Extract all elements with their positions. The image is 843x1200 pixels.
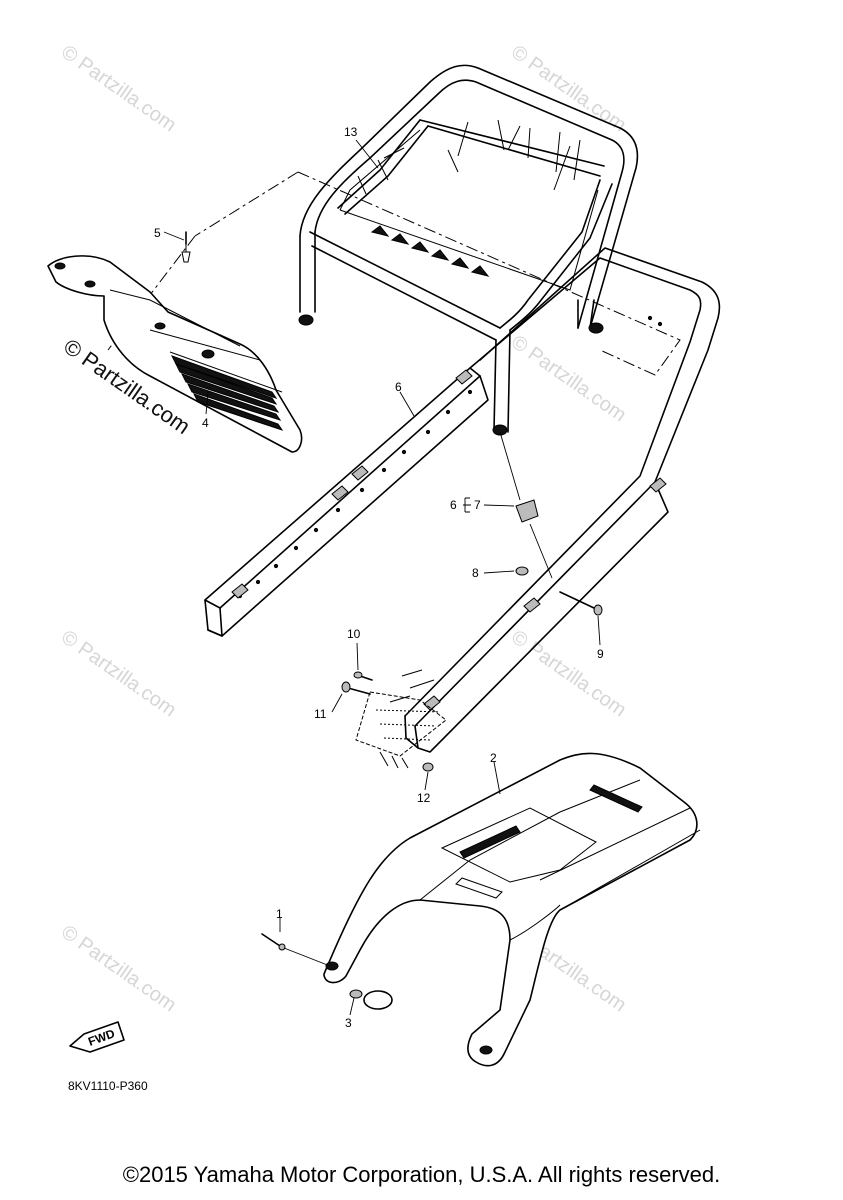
watermark: © Partzilla.com: [507, 626, 630, 721]
copyright-notice: ©2015 Yamaha Motor Corporation, U.S.A. A…: [122, 1162, 721, 1187]
callout-2: 2: [490, 751, 497, 765]
callout-labels: 13 5 6 4 6 7 8 9 10 11 12 2 1 3: [154, 125, 604, 1030]
drawing-code: 8KV1110-P360: [68, 1079, 148, 1093]
bolt-part-10: [353, 671, 373, 681]
callout-13: 13: [344, 125, 358, 139]
callout-8: 8: [472, 566, 479, 580]
rail-part-6: [204, 247, 721, 753]
watermark: © Partzilla.com: [507, 331, 630, 426]
callout-5: 4: [202, 416, 209, 430]
wiring-bracket: [355, 669, 447, 769]
grommet-part-3: [349, 989, 393, 1010]
callout-10: 10: [347, 627, 361, 641]
guard-part-5: [47, 232, 303, 453]
rear-rack-part-13: [107, 64, 681, 436]
callout-7: 7: [474, 498, 481, 512]
leader-lines: [163, 139, 601, 1016]
callout-6-kit: 6: [450, 498, 457, 512]
callout-4: 5: [154, 226, 161, 240]
callout-1: 1: [276, 907, 283, 921]
watermark: © Partzilla.com: [57, 41, 180, 136]
callout-11: 11: [314, 707, 327, 721]
callout-6-rail: 6: [395, 380, 402, 394]
nut-part-8: [515, 566, 529, 576]
seat-part-2: [323, 752, 701, 1067]
pin-part-1: [261, 933, 331, 967]
callout-12: 12: [417, 791, 431, 805]
fwd-arrow-icon: FWD: [69, 1021, 125, 1053]
clip-part-7: [499, 431, 553, 579]
bolt-part-9: [559, 591, 603, 616]
nut-part-12: [422, 762, 434, 772]
watermark: © Partzilla.com: [57, 921, 180, 1016]
callout-3: 3: [345, 1016, 352, 1030]
bolt-part-11: [341, 681, 371, 695]
watermark: © Partzilla.com: [57, 626, 180, 721]
callout-9: 9: [597, 647, 604, 661]
